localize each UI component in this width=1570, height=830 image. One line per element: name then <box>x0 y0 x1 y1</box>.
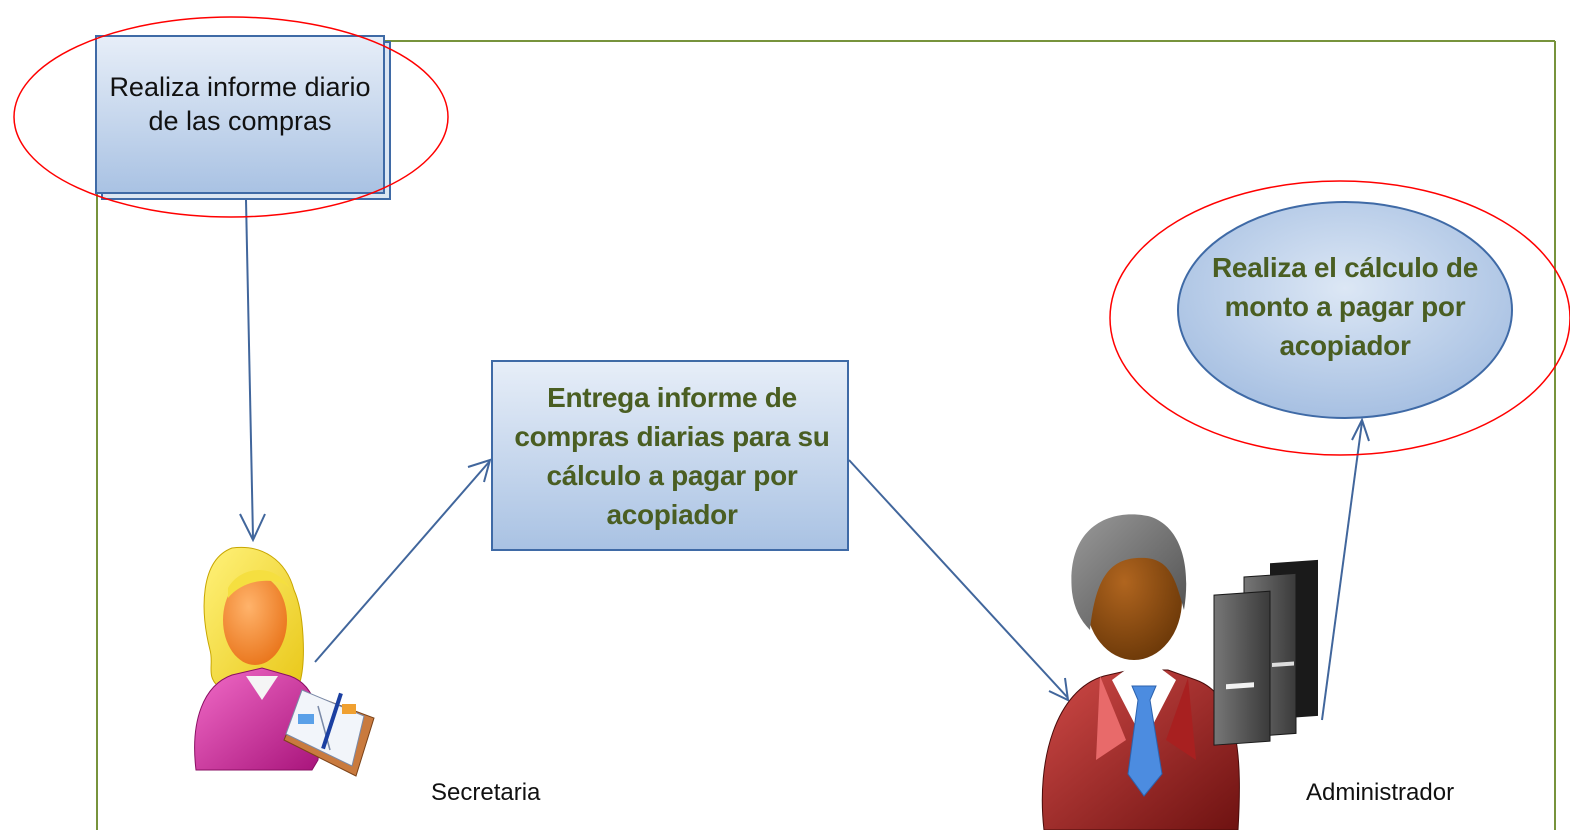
calculate-label: Realiza el cálculo de monto a pagar por … <box>1211 251 1479 361</box>
binders-icon <box>1213 559 1318 746</box>
male-administrator-with-binders-icon <box>1041 514 1318 830</box>
female-clerk-with-book-icon <box>194 546 375 777</box>
administrator-label: Administrador <box>1306 779 1455 806</box>
arrowhead-down-right-icon <box>1048 677 1070 702</box>
node-daily-report <box>95 35 391 200</box>
arrow-secretary-to-delivery <box>314 461 490 663</box>
arrow-delivery-to-admin <box>848 459 1069 699</box>
node-deliver-report <box>491 360 849 551</box>
arrowhead-down-icon <box>239 513 266 543</box>
daily-report-label: Realiza informe diario de las compras <box>109 72 371 136</box>
arrow-admin-to-calculation <box>1321 421 1363 721</box>
secretary-label: Secretaria <box>431 779 541 806</box>
connector-arrows <box>239 199 1370 721</box>
node-calculate <box>1177 201 1513 419</box>
arrowhead-up-right-icon <box>467 458 492 483</box>
arrow-report-to-secretary <box>245 199 254 539</box>
highlight-ellipse-report <box>13 16 449 218</box>
deliver-report-label: Entrega informe de compras diarias para … <box>514 382 830 530</box>
arrowhead-up-icon <box>1351 417 1370 442</box>
highlight-ellipse-calculation <box>1109 180 1570 456</box>
book-icon <box>283 689 375 777</box>
